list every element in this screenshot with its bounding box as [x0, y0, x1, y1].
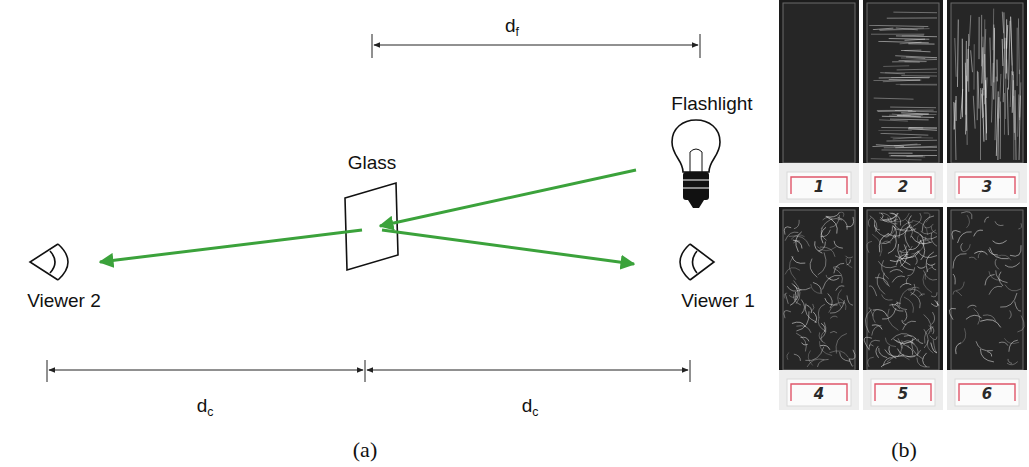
sample-number: 5 [898, 386, 908, 403]
sample-number: 3 [982, 179, 992, 196]
subscript: c [207, 405, 213, 419]
dimension-label: dc [522, 396, 539, 420]
component-label: Flashlight [671, 94, 752, 115]
sample-number: 1 [814, 179, 824, 196]
sample-number: 6 [982, 386, 992, 403]
subscript: c [532, 405, 538, 419]
dimension-label: df [505, 16, 519, 40]
panel-label: (b) [891, 438, 917, 462]
subscript: f [516, 25, 519, 39]
viewer-label: Viewer 1 [681, 291, 755, 312]
panel-label: (a) [353, 438, 377, 462]
component-label: Glass [348, 153, 397, 174]
dimension-label: dc [197, 396, 214, 420]
viewer-label: Viewer 2 [27, 291, 101, 312]
sample-number: 2 [898, 179, 908, 196]
sample-number: 4 [814, 386, 824, 403]
